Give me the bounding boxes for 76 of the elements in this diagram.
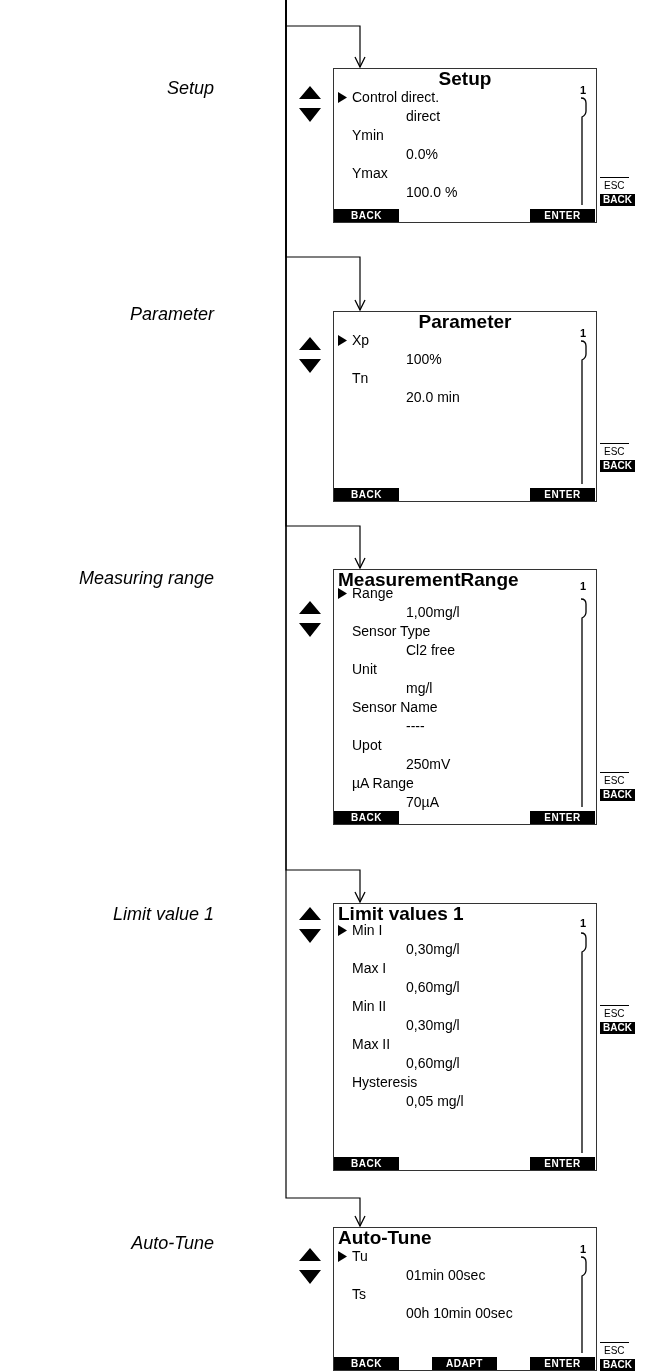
display-screen: [333, 569, 597, 825]
display-screen: [333, 68, 597, 223]
item-value: direct: [406, 108, 441, 125]
item-value: 0,60mg/l: [406, 1055, 460, 1072]
item-value: 0,30mg/l: [406, 941, 460, 958]
screen-title: Setup: [437, 69, 493, 89]
display-screen: [333, 903, 597, 1171]
softkey-bar: BACK: [334, 811, 399, 824]
item-value: 70µA: [406, 794, 439, 811]
item-value: Cl2 free: [406, 642, 456, 659]
item-value: 0,30mg/l: [406, 1017, 460, 1034]
menu-item: Ymin: [352, 127, 384, 144]
item-value: 250mV: [406, 756, 451, 773]
softkey-bar: BACK: [334, 209, 399, 222]
esc-key-label: ESC: [600, 443, 629, 458]
display-screen: [333, 1227, 597, 1371]
page-number: 1: [580, 916, 587, 931]
page-number: 1: [580, 326, 587, 341]
menu-name: Auto-Tune: [131, 1233, 214, 1254]
menu-item: Tu: [352, 1248, 368, 1265]
menu-item: Sensor Type: [352, 623, 431, 640]
menu-item: Upot: [352, 737, 382, 754]
item-value: 100%: [406, 351, 442, 368]
screen-title: Auto-Tune: [338, 1228, 432, 1248]
menu-item: Min I: [352, 922, 383, 939]
esc-key-label: ESC: [600, 1342, 629, 1357]
esc-key-label: ESC: [600, 772, 629, 787]
item-value: 0,60mg/l: [406, 979, 460, 996]
menu-item: Xp: [352, 332, 370, 349]
display-screen: [333, 311, 597, 502]
softkey-bar: ENTER: [530, 209, 595, 222]
softkey-bar: ADAPT: [432, 1357, 497, 1370]
menu-item: Control direct.: [352, 89, 440, 106]
back-key-label: BACK: [600, 194, 635, 206]
item-value: 01min 00sec: [406, 1267, 486, 1284]
back-key-label: BACK: [600, 1359, 635, 1371]
arrow: [285, 0, 366, 1227]
item-value: 0.0%: [406, 146, 438, 163]
softkey-bar: ENTER: [530, 1357, 595, 1370]
menu-name: Setup: [166, 78, 214, 99]
softkey-bar: ENTER: [530, 488, 595, 501]
item-value: 100.0 %: [406, 184, 458, 201]
menu-name: Measuring range: [78, 568, 214, 589]
esc-key-label: ESC: [600, 1005, 629, 1020]
menu-name: Limit value 1: [112, 904, 214, 925]
softkey-bar: BACK: [334, 1357, 399, 1370]
menu-name: Parameter: [129, 304, 214, 325]
back-key-label: BACK: [600, 789, 635, 801]
menu-item: Ts: [352, 1286, 366, 1303]
page-number: 1: [580, 579, 587, 594]
screen-title: Limit values 1: [338, 904, 464, 924]
softkey-bar: BACK: [334, 488, 399, 501]
menu-item: Ymax: [352, 165, 388, 182]
item-value: 20.0 min: [406, 389, 460, 406]
menu-item: Max II: [352, 1036, 391, 1053]
item-value: 0,05 mg/l: [406, 1093, 464, 1110]
menu-item: Tn: [352, 370, 369, 387]
page-number: 1: [580, 1242, 587, 1257]
item-value: 1,00mg/l: [406, 604, 460, 621]
esc-key-label: ESC: [600, 177, 629, 192]
softkey-bar: BACK: [334, 1157, 399, 1170]
menu-item: µA Range: [352, 775, 414, 792]
back-key-label: BACK: [600, 1022, 635, 1034]
menu-item: Hysteresis: [352, 1074, 418, 1091]
page-number: 1: [580, 83, 587, 98]
item-value: ----: [406, 718, 425, 735]
menu-item: Max I: [352, 960, 387, 977]
back-key-label: BACK: [600, 460, 635, 472]
softkey-bar: ENTER: [530, 811, 595, 824]
screen-title: Parameter: [417, 312, 513, 332]
menu-item: Sensor Name: [352, 699, 438, 716]
menu-item: Unit: [352, 661, 377, 678]
menu-item: Min II: [352, 998, 387, 1015]
item-value: mg/l: [406, 680, 433, 697]
softkey-bar: ENTER: [530, 1157, 595, 1170]
item-value: 00h 10min 00sec: [406, 1305, 513, 1322]
